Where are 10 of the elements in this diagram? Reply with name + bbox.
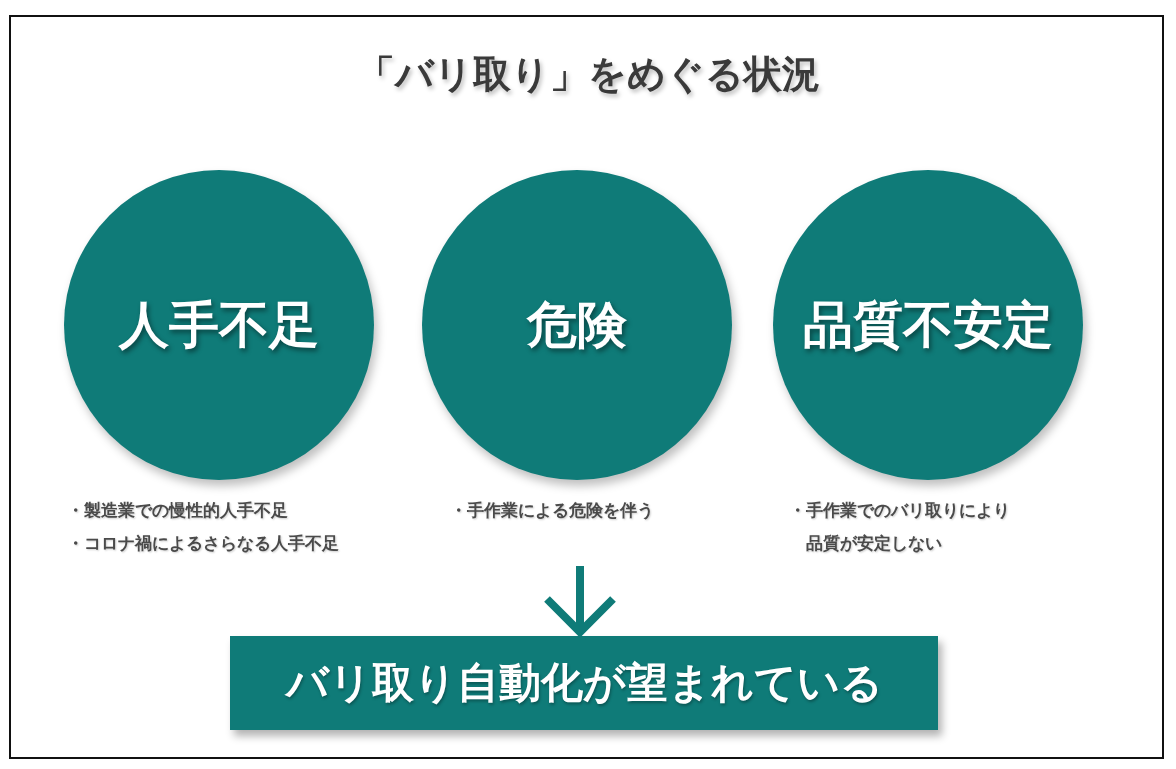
topic-label: 品質不安定	[803, 294, 1053, 356]
bullet-text: ・製造業での慢性的人手不足	[67, 499, 289, 522]
bullet-text: ・手作業でのバリ取りにより品質が安定しない	[789, 499, 1011, 555]
topic-label: 人手不足	[119, 294, 319, 356]
bullet-text: ・手作業による危険を伴う	[450, 499, 655, 522]
topic-label: 危険	[527, 294, 627, 356]
conclusion-text: バリ取り自動化が望まれている	[285, 657, 883, 709]
bullet-text: ・コロナ禍によるさらなる人手不足	[67, 532, 340, 555]
conclusion-banner	[230, 636, 938, 730]
title: 「バリ取り」をめぐる状況	[355, 52, 821, 98]
